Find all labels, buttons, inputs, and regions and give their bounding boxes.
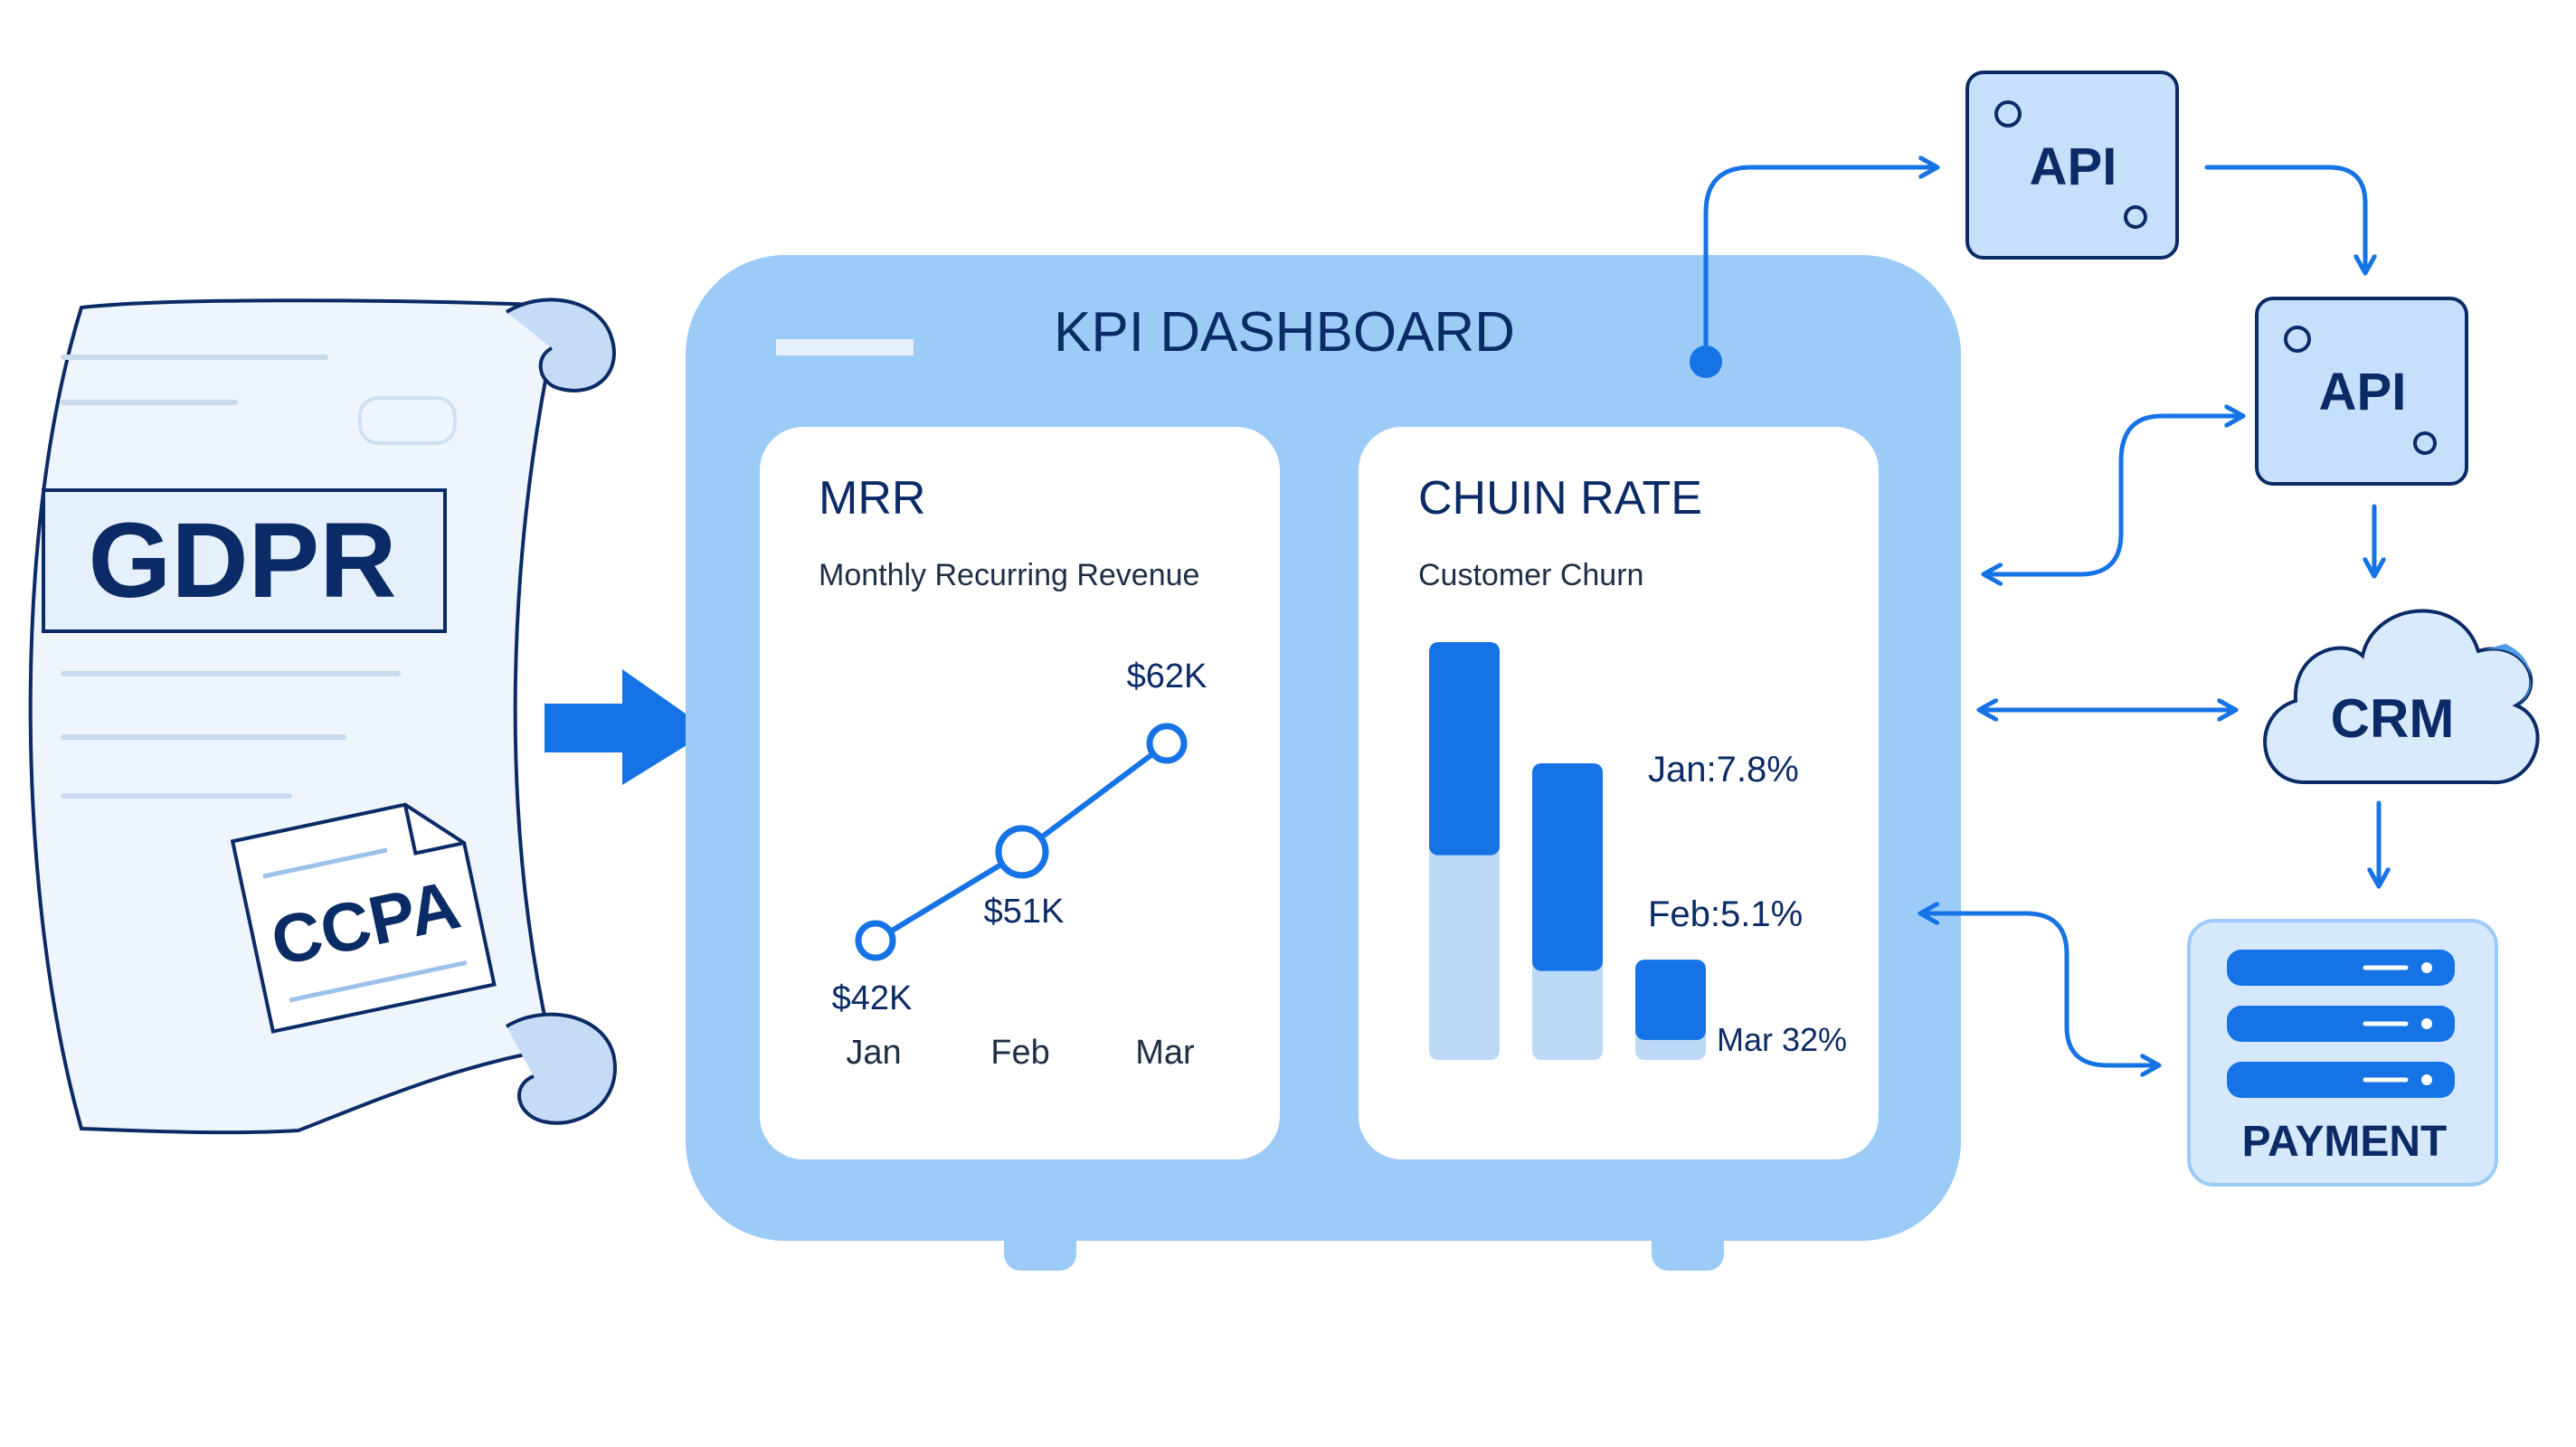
connector-dashboard-payment [1922,913,2157,1065]
churn-card-subtitle: Customer Churn [1418,558,1643,592]
dashboard-foot-left [1004,1216,1076,1271]
mrr-card-title: MRR [819,472,925,525]
payment-node[interactable]: PAYMENT [2187,919,2498,1187]
dashboard-foot-right [1652,1216,1724,1271]
churn-value-label: Jan:7.8% [1648,750,1799,790]
mrr-line-chart: $42K $51K $62K Jan Feb Mar [832,657,1208,1072]
crm-node[interactable]: CRM [2263,609,2540,785]
mrr-card-subtitle: Monthly Recurring Revenue [819,558,1199,592]
churn-value-label: Mar 32% [1717,1021,1847,1058]
mrr-x-tick-label: Jan [846,1034,901,1072]
api-node-2[interactable]: API [2255,297,2468,486]
gdpr-label: GDPR [89,501,397,620]
dashboard-menu-bar[interactable] [776,339,914,355]
dashboard-connector-dot [1690,345,1722,378]
api-label-1: API [2030,137,2117,196]
churn-value-label: Feb:5.1% [1648,894,1803,934]
mrr-x-tick-label: Feb [990,1034,1049,1072]
bolt-icon [2124,205,2147,229]
integrations: API API CRM [1703,71,2540,1187]
scroll-pill [358,396,457,445]
bolt-icon [2284,326,2311,353]
scroll-text-lines [61,355,401,799]
gdpr-box [42,488,447,633]
connector-api1-to-api2 [2204,165,2365,271]
api-label-2: API [2319,363,2407,421]
bolt-icon [2413,431,2437,455]
payment-box [2187,919,2498,1187]
connector-dashboard-to-api1 [1703,167,1936,348]
scroll-top-curl-icon [505,298,616,392]
churn-bar-chart: Jan:7.8% Feb:5.1% Mar 32% [1429,642,1847,1060]
server-icon [2227,950,2455,1098]
mrr-value-label: $51K [984,893,1065,931]
dashboard-title: KPI DASHBOARD [1054,301,1515,364]
churn-card: CHUIN RATE Customer Churn Jan:7.8% Feb:5.… [1359,427,1879,1159]
mrr-point-mar [1146,723,1188,764]
mrr-value-label: $42K [832,979,913,1017]
flow-arrow-icon [545,669,710,785]
cloud-icon [2263,609,2540,785]
bolt-icon [1994,100,2022,128]
kpi-dashboard: KPI DASHBOARD MRR Monthly Recurring Reve… [686,255,1961,1271]
mrr-x-tick-label: Mar [1135,1034,1195,1072]
payment-label: PAYMENT [2242,1118,2448,1166]
mrr-card: MRR Monthly Recurring Revenue $42K $51K $6… [760,427,1280,1159]
ccpa-page: CCPA [230,802,497,1034]
connector-api2-dashboard [1985,416,2241,574]
churn-card-title: CHUIN RATE [1418,472,1702,525]
document-page-icon [230,802,497,1034]
compliance-scroll: GDPR CCPA [28,298,617,1135]
mrr-card-panel [760,427,1280,1159]
scroll-bottom-curl-icon [505,1012,617,1125]
churn-bar-2 [1532,762,1603,971]
mrr-point-feb [995,825,1049,879]
mrr-point-jan [855,920,896,961]
mrr-value-label: $62K [1127,657,1208,695]
api-node-1[interactable]: API [1965,71,2179,260]
crm-label: CRM [2331,688,2455,749]
churn-bar-1 [1429,642,1500,856]
churn-bar-3 [1635,960,1706,1040]
